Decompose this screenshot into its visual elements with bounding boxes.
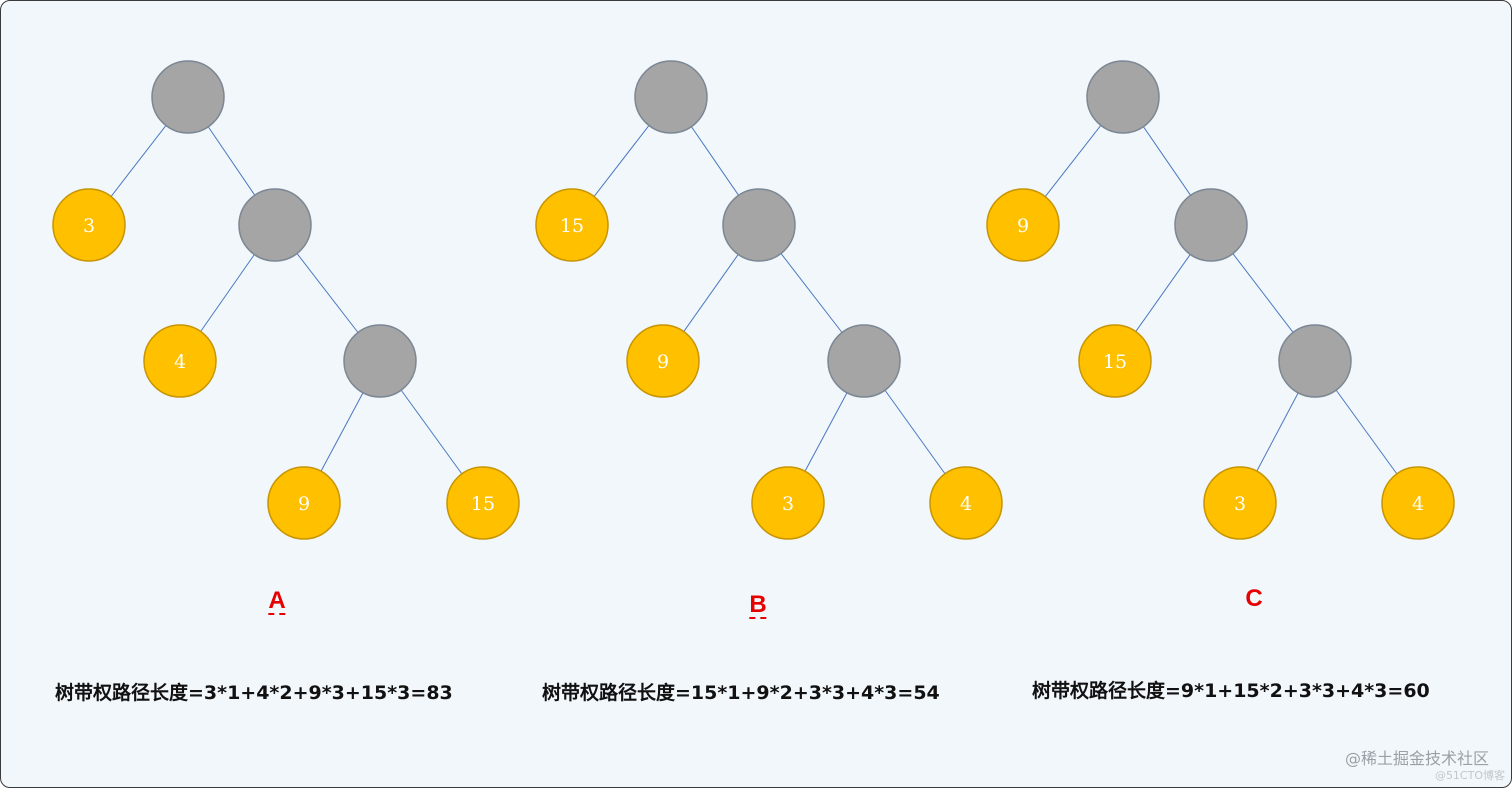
tree-b-leaf-label-3: 3: [782, 493, 794, 515]
tree-c-leaf-label-1: 9: [1017, 215, 1029, 237]
tree-c-internal-node-1: [1174, 188, 1248, 262]
tree-c-internal-node-2: [1278, 324, 1352, 398]
tree-c-edge-root-leaf1: [1044, 125, 1102, 197]
tree-b-internal-node-2: [827, 324, 901, 398]
tree-c-leaf-label-3: 3: [1234, 493, 1246, 515]
tree-c-leaf-label-2: 15: [1103, 351, 1127, 373]
tree-a-leaf-node-4: [446, 466, 520, 540]
tree-a-edge-node1-leaf2: [200, 254, 255, 332]
tree-b-leaf-node-1: [535, 188, 609, 262]
tree-a-leaf-label-1: 3: [83, 215, 95, 237]
tree-b-leaf-node-2: [626, 324, 700, 398]
tree-a-internal-node-1: [238, 188, 312, 262]
tree-a-edge-root-node1: [207, 126, 256, 196]
tree-c-formula: 树带权路径长度=9*1+15*2+3*3+4*3=60: [1032, 680, 1430, 702]
tree-a-edge-node2-leaf3: [320, 392, 364, 472]
tree-c-letter: C: [1245, 585, 1263, 612]
tree-a-edge-node1-node2: [296, 253, 359, 333]
tree-b-leaf-label-4: 4: [960, 493, 972, 515]
tree-a-edge-node2-leaf4: [400, 389, 463, 475]
tree-b-edge-root-leaf1: [593, 125, 650, 197]
watermark-sub: @51CTO博客: [1434, 769, 1505, 782]
tree-a-formula: 树带权路径长度=3*1+4*2+9*3+15*3=83: [55, 682, 453, 704]
tree-b-edge-node1-node2: [780, 253, 843, 333]
tree-b-edge-node2-leaf3: [804, 392, 848, 472]
tree-c-edge-node2-leaf3: [1256, 392, 1299, 472]
tree-b-root-node: [634, 60, 708, 134]
tree-a-leaf-label-4: 15: [471, 493, 495, 515]
tree-c-leaf-node-1: [986, 188, 1060, 262]
tree-b-leaf-label-1: 15: [560, 215, 584, 237]
tree-a-leaf-node-2: [143, 324, 217, 398]
tree-a-internal-node-2: [343, 324, 417, 398]
tree-c-edge-root-node1: [1142, 126, 1192, 196]
tree-a-leaf-node-1: [52, 188, 126, 262]
tree-a-leaf-label-3: 9: [298, 493, 310, 515]
tree-b-letter: B: [749, 591, 767, 618]
tree-c-edge-node1-node2: [1232, 253, 1294, 333]
tree-b-leaf-node-4: [929, 466, 1003, 540]
tree-c-leaf-label-4: 4: [1412, 493, 1424, 515]
tree-c-leaf-node-4: [1381, 466, 1455, 540]
tree-b-formula: 树带权路径长度=15*1+9*2+3*3+4*3=54: [542, 682, 940, 704]
tree-a-edge-root-leaf1: [110, 125, 167, 197]
tree-c-leaf-node-2: [1078, 324, 1152, 398]
tree-a-root-node: [151, 60, 225, 134]
tree-a-letter: A: [268, 587, 286, 614]
tree-b-internal-node-1: [722, 188, 796, 262]
tree-b-edge-node1-leaf2: [683, 254, 739, 332]
tree-a-leaf-node-3: [267, 466, 341, 540]
tree-b-edge-root-node1: [690, 126, 740, 196]
tree-c-edge-node1-leaf2: [1135, 254, 1191, 332]
watermark: @稀土掘金技术社区: [1344, 749, 1489, 768]
tree-b-leaf-label-2: 9: [657, 351, 669, 373]
tree-c-edge-node2-leaf4: [1335, 389, 1398, 475]
tree-b-leaf-node-3: [751, 466, 825, 540]
tree-c-root-node: [1086, 60, 1160, 134]
tree-c-leaf-node-3: [1203, 466, 1277, 540]
tree-b-edge-node2-leaf4: [884, 389, 946, 475]
tree-a-leaf-label-2: 4: [174, 351, 186, 373]
